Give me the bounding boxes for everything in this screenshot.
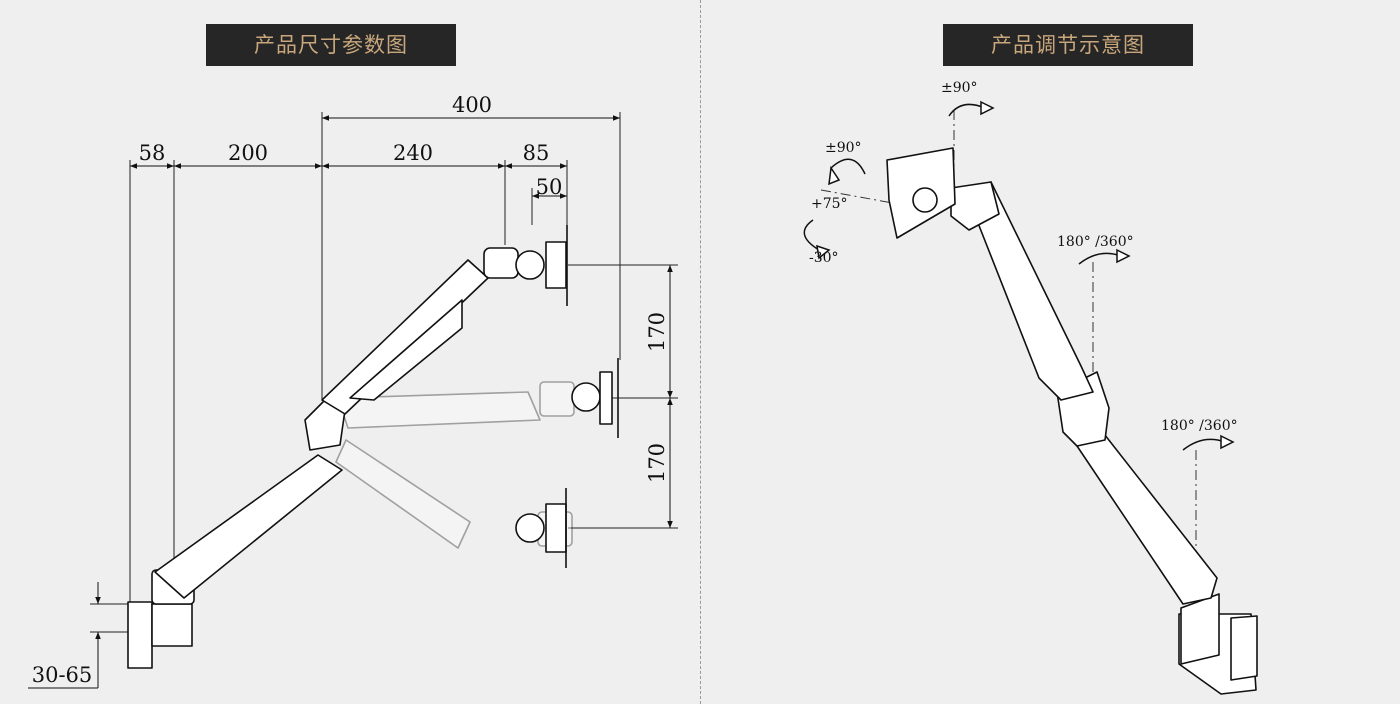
- dim-240-label: 240: [393, 141, 433, 165]
- angle-tilt-label: ±90°: [825, 140, 862, 156]
- arrow-swivel-mid-icon: [1078, 252, 1122, 265]
- adjustment-title: 产品调节示意图: [943, 24, 1193, 66]
- lower-arm: [154, 454, 343, 599]
- upper-arm: [321, 259, 489, 415]
- head-joint: [483, 247, 519, 279]
- dimension-drawing: 400 58 200 240 85 50 170 170 30-65: [28, 93, 678, 689]
- arrow-tilt-icon: [830, 158, 866, 175]
- dim-400-label: 400: [452, 93, 492, 117]
- arrow-swivel-base-icon: [1182, 438, 1226, 451]
- dimensions-panel: 产品尺寸参数图: [28, 24, 678, 689]
- angle-pitch-down-label: -30°: [809, 250, 839, 266]
- dim-clamp-label: 30-65: [32, 663, 93, 687]
- vesa-plate: [545, 241, 567, 289]
- angle-swivel-base-label: 180° /360°: [1161, 418, 1238, 434]
- angle-top-label: ±90°: [941, 80, 978, 96]
- angle-swivel-mid-label: 180° /360°: [1057, 234, 1134, 250]
- dim-58-label: 58: [139, 141, 166, 165]
- rotation-arrows: [803, 100, 1235, 451]
- rotation-axes: [820, 110, 1197, 620]
- arm-perspective-view: [886, 147, 1258, 695]
- panel-divider: [700, 0, 701, 704]
- dim-50-label: 50: [536, 175, 563, 199]
- dim-200-label: 200: [228, 141, 268, 165]
- dim-85-label: 85: [523, 141, 550, 165]
- extension-lines: [90, 112, 678, 665]
- dim-170-bottom-label: 170: [645, 443, 669, 483]
- lower-arm-perspective: [1072, 429, 1218, 605]
- head-joint-perspective: [950, 181, 1000, 231]
- angle-pitch-up-label: +75°: [811, 196, 848, 212]
- dim-170-top-label: 170: [645, 312, 669, 352]
- arrow-pitch-icon: [803, 219, 820, 251]
- base-pole-perspective: [1180, 593, 1220, 665]
- dimensions-title: 产品尺寸参数图: [206, 24, 456, 66]
- adjustment-drawing: ±90° ±90° +75° -30° 180° /360° 180° /360…: [803, 80, 1258, 695]
- adjustment-panel: 产品调节示意图: [701, 0, 1400, 704]
- arm-side-view: [127, 225, 619, 669]
- dimension-lines: [28, 115, 673, 689]
- desk-clamp: [127, 601, 153, 669]
